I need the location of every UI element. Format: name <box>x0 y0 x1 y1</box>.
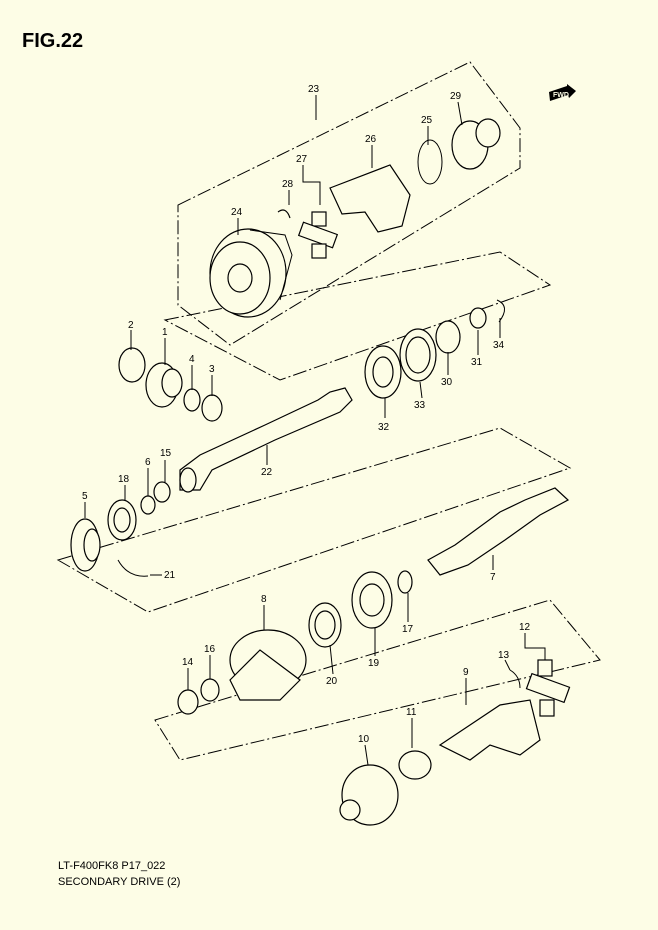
part-27-universal-joint <box>297 211 339 259</box>
part-26-yoke <box>329 164 411 233</box>
callout-19: 19 <box>368 658 380 669</box>
part-1-bevel-gear <box>145 362 183 408</box>
callout-17: 17 <box>402 624 414 635</box>
part-19-bearing <box>351 571 393 629</box>
callout-7: 7 <box>490 572 496 583</box>
fwd-arrow-icon: FWD <box>549 84 576 101</box>
part-24-flange <box>209 228 293 318</box>
callout-14: 14 <box>182 657 194 668</box>
part-15-washer <box>153 481 171 503</box>
callout-29: 29 <box>450 91 462 102</box>
callout-18: 18 <box>118 474 130 485</box>
part-16-washer <box>200 678 220 702</box>
callout-34: 34 <box>493 340 505 351</box>
part-34-circlip <box>496 299 505 323</box>
callout-8: 8 <box>261 594 267 605</box>
callout-6: 6 <box>145 457 151 468</box>
part-8-flange-yoke <box>229 629 307 701</box>
callout-3: 3 <box>209 364 215 375</box>
callout-31: 31 <box>471 357 483 368</box>
part-12-universal-joint <box>525 659 571 717</box>
callout-11: 11 <box>406 707 417 718</box>
callout-24: 24 <box>231 207 243 218</box>
callout-9: 9 <box>463 667 469 678</box>
callout-4: 4 <box>189 354 195 365</box>
group-outline-lower <box>154 599 601 761</box>
callout-20: 20 <box>326 676 338 687</box>
callout-10: 10 <box>358 734 370 745</box>
part-14-nut <box>177 689 199 715</box>
part-29-boot <box>451 118 501 170</box>
callout-23: 23 <box>308 84 320 95</box>
part-31-shim <box>469 307 487 329</box>
part-33-race <box>399 328 437 382</box>
callout-1: 1 <box>162 327 168 338</box>
figure-title: FIG.22 <box>22 30 84 52</box>
part-32-bearing <box>364 345 402 399</box>
callout-13: 13 <box>498 650 510 661</box>
callout-32: 32 <box>378 422 390 433</box>
part-2-washer <box>118 347 146 383</box>
leader-lines <box>84 95 546 766</box>
part-9-yoke <box>438 699 541 761</box>
callout-16: 16 <box>204 644 216 655</box>
callout-28: 28 <box>282 179 294 190</box>
callout-26: 26 <box>365 134 377 145</box>
part-17-ring <box>397 570 413 594</box>
part-6-washer <box>140 495 156 515</box>
part-22-shaft <box>179 387 353 491</box>
part-5-gear <box>70 518 101 572</box>
part-18-bearing <box>107 499 137 541</box>
group-outline-upper <box>177 61 521 346</box>
part-13-clip <box>509 669 521 689</box>
group-outline-shaft <box>163 251 552 381</box>
callout-2: 2 <box>128 320 134 331</box>
callout-27: 27 <box>296 154 308 165</box>
part-11-clamp <box>398 750 432 780</box>
part-25-ring <box>417 139 443 185</box>
part-10-boot <box>339 764 399 826</box>
part-21-circlip <box>117 559 149 577</box>
callout-21: 21 <box>164 570 176 581</box>
callout-12: 12 <box>519 622 531 633</box>
callout-25: 25 <box>421 115 433 126</box>
group-outline-middle <box>56 427 572 613</box>
callout-33: 33 <box>414 400 426 411</box>
figure-code: LT-F400FK8 P17_022 <box>58 860 166 872</box>
callout-15: 15 <box>160 448 172 459</box>
figure-name: SECONDARY DRIVE (2) <box>58 876 181 888</box>
part-30-spacer <box>435 320 461 354</box>
part-20-seal <box>308 602 342 648</box>
callout-5: 5 <box>82 491 88 502</box>
part-7-shaft <box>427 487 570 576</box>
callout-labels: 1 2 3 4 5 6 7 8 9 10 11 12 13 14 15 16 1… <box>82 84 531 745</box>
part-28-clip <box>277 209 291 219</box>
part-3-nut <box>201 394 223 422</box>
svg-text:FWD: FWD <box>553 92 569 99</box>
callout-22: 22 <box>261 467 273 478</box>
callout-30: 30 <box>441 377 453 388</box>
part-4-washer <box>183 388 201 412</box>
